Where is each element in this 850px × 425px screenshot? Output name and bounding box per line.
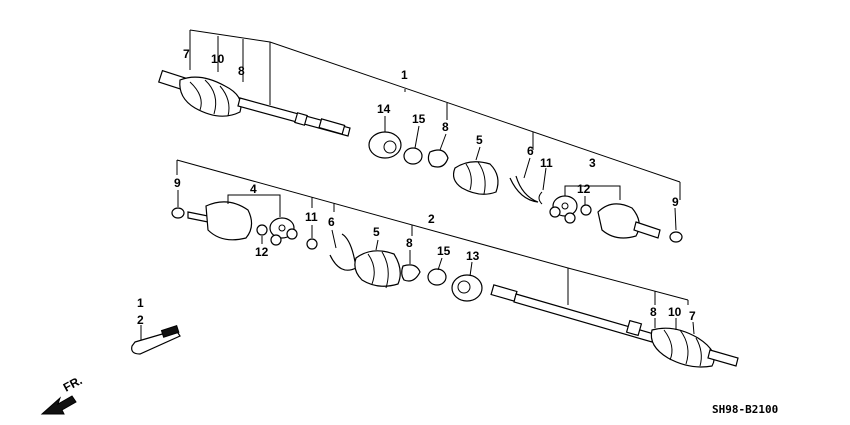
spider-assembly (549, 195, 578, 224)
set-ring-9 (669, 231, 683, 243)
callout-lower-assembly: 2 (428, 212, 435, 226)
callout-lower-4: 4 (250, 182, 257, 196)
front-direction-arrow: FR. (40, 373, 85, 415)
callout-lower-10: 10 (668, 305, 682, 319)
callout-upper-11: 11 (540, 156, 553, 170)
callout-upper-12: 12 (577, 182, 591, 196)
callout-lower-8a: 8 (406, 236, 413, 250)
outer-cv-boot (179, 76, 242, 117)
boot-band-8-lower (401, 264, 421, 282)
inner-boot (452, 161, 499, 195)
callout-lower-6: 6 (328, 215, 335, 229)
callout-upper-9: 9 (672, 195, 679, 209)
dynamic-damper-lower (451, 274, 483, 302)
callout-loose-2: 2 (137, 313, 144, 327)
lower-driveshaft-assembly (171, 159, 739, 368)
callout-lower-8b: 8 (650, 305, 657, 319)
circlip-11-lower (306, 238, 318, 250)
callout-loose-1: 1 (137, 296, 144, 310)
callout-lower-5: 5 (373, 225, 380, 239)
callout-upper-8a: 8 (238, 64, 245, 78)
callout-lower-7: 7 (689, 309, 696, 323)
callout-upper-7: 7 (183, 47, 190, 61)
lower-shaft (513, 293, 655, 343)
callout-upper-15: 15 (412, 112, 426, 126)
callout-lower-11: 11 (305, 210, 318, 224)
boot-band-8 (427, 149, 449, 168)
boot-band-15 (403, 147, 423, 165)
callout-lower-9: 9 (174, 176, 181, 190)
spider-assembly-lower (269, 217, 298, 246)
callout-upper-10: 10 (211, 52, 225, 66)
dynamic-damper (368, 131, 402, 159)
callout-lower-13: 13 (466, 249, 480, 263)
callout-upper-5: 5 (476, 133, 483, 147)
set-ring-9-lower (171, 207, 185, 219)
upper-driveshaft-assembly (157, 29, 683, 243)
callout-upper-14: 14 (377, 102, 391, 116)
inner-boot-lower (354, 250, 401, 287)
boot-band-15-lower (427, 268, 447, 286)
inner-joint-housing (597, 203, 640, 239)
direction-label: FR. (61, 373, 85, 394)
part-code: SH98-B2100 (712, 403, 778, 416)
callout-lower-12: 12 (255, 245, 269, 259)
boot-band-6 (509, 175, 539, 203)
callout-upper-3: 3 (589, 156, 596, 170)
outer-cv-boot-lower (650, 327, 715, 368)
callout-upper-6: 6 (527, 144, 534, 158)
washer-12 (580, 204, 592, 216)
inner-joint-housing-lower (205, 201, 253, 241)
washer-12-lower (256, 224, 268, 236)
callout-lower-15: 15 (437, 244, 451, 258)
callout-upper-assembly: 1 (401, 68, 408, 82)
grease-tube (131, 325, 181, 355)
callout-upper-8b: 8 (442, 120, 449, 134)
